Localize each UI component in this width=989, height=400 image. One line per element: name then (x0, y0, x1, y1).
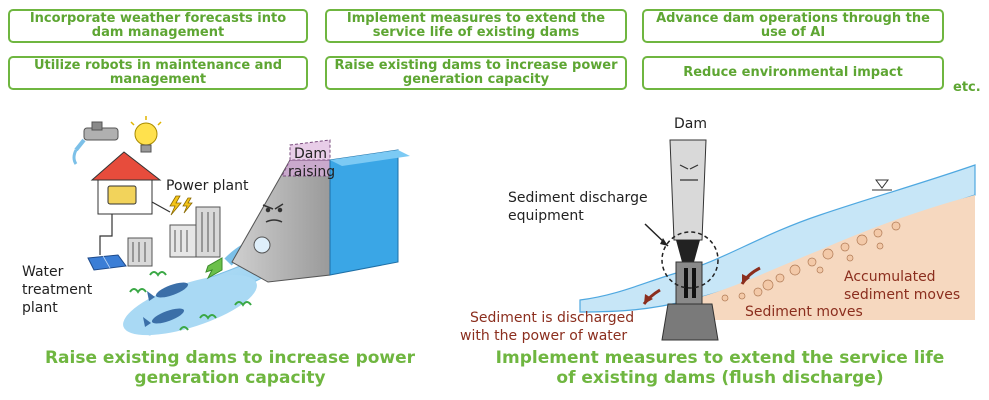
caption-left-line-1: Raise existing dams to increase power (44, 348, 416, 368)
goal-box-raise-dams: Raise existing dams to increase power ge… (325, 56, 627, 90)
grass-icon (129, 271, 252, 331)
light-bulb-icon (130, 116, 162, 153)
dam-face-icon (679, 164, 699, 181)
discharged-label-2: with the power of water (460, 328, 627, 344)
goal-box-environmental-impact: Reduce environmental impact (642, 56, 944, 90)
water-level-icon (875, 179, 889, 189)
equipment-highlight (661, 231, 719, 289)
water-treatment-label-3: plant (22, 300, 58, 316)
water-treatment-label-2: treatment (22, 282, 93, 298)
fish-icon (143, 282, 189, 327)
etc-label: etc. (953, 80, 981, 95)
goal-box-weather-forecasts: Incorporate weather forecasts into dam m… (8, 9, 308, 43)
goal-box-extend-service-life: Implement measures to extend the service… (325, 9, 627, 43)
power-plant-icon (127, 206, 221, 267)
sediment-layer (690, 195, 975, 320)
dam-label: Dam (674, 116, 707, 132)
accumulated-label-2: sediment moves (844, 287, 960, 303)
caption-right-line-1: Implement measures to extend the service… (495, 348, 945, 368)
house-icon (90, 151, 162, 215)
dam-raising-label-1: Dam (294, 146, 327, 162)
caption-right-line-2: of existing dams (flush discharge) (556, 368, 884, 388)
goal-box-robots-maintenance: Utilize robots in maintenance and manage… (8, 56, 308, 90)
goal-box-ai-operations: Advance dam operations through the use o… (642, 9, 944, 43)
sediment-rocks (721, 221, 901, 302)
dam-raising-label-2: raising (288, 164, 335, 180)
power-plant-label: Power plant (166, 178, 249, 194)
faucet-icon (72, 121, 119, 165)
lightning-icon (169, 195, 193, 216)
arrow-icon (205, 257, 223, 280)
discharged-label-1: Sediment is discharged (470, 310, 634, 326)
connector-lines (99, 201, 171, 255)
reservoir (329, 149, 399, 276)
sediment-moves-label: Sediment moves (745, 304, 863, 320)
equipment-label-2: equipment (508, 208, 584, 224)
equipment-label-1: Sediment discharge (508, 190, 648, 206)
solar-panel-icon (87, 254, 127, 271)
caption-left-line-2: generation capacity (134, 368, 326, 388)
water-treatment-label-1: Water (22, 264, 64, 280)
accumulated-label-1: Accumulated (844, 269, 936, 285)
outlet-icon (253, 236, 271, 254)
dam-face-icon (262, 203, 284, 223)
dam-tower (661, 139, 719, 341)
